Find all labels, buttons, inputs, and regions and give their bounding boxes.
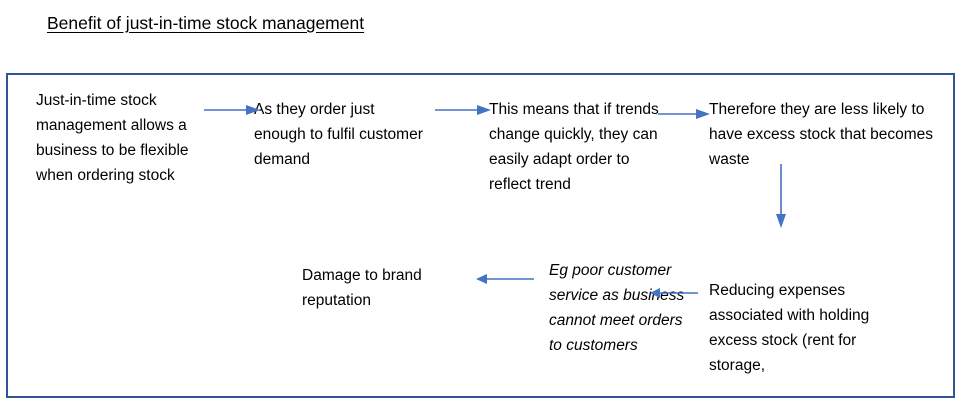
node-less-excess-stock: Therefore they are less likely to have e… [709, 101, 934, 168]
diagram-frame: Just-in-time stock management allows a b… [6, 73, 955, 398]
node-reducing-expenses: Reducing expenses associated with holdin… [709, 282, 870, 374]
arrow-less-excess-to-reducing [774, 164, 788, 228]
arrow-order-to-adapt [435, 103, 491, 117]
node-adapt-order: This means that if trends change quickly… [489, 101, 659, 193]
arrow-jit-to-order [204, 103, 260, 117]
arrow-reducing-to-poor-service [650, 286, 698, 300]
node-poor-customer-service: Eg poor customer service as business can… [549, 262, 685, 354]
arrow-poor-service-to-damage [476, 272, 534, 286]
page-title: Benefit of just-in-time stock management [47, 13, 365, 33]
node-damage-to-brand: Damage to brand reputation [302, 267, 422, 309]
node-jit-flexible: Just-in-time stock management allows a b… [36, 92, 189, 184]
node-order-enough: As they order just enough to fulfil cust… [254, 101, 423, 168]
arrow-adapt-to-less-excess [658, 107, 710, 121]
